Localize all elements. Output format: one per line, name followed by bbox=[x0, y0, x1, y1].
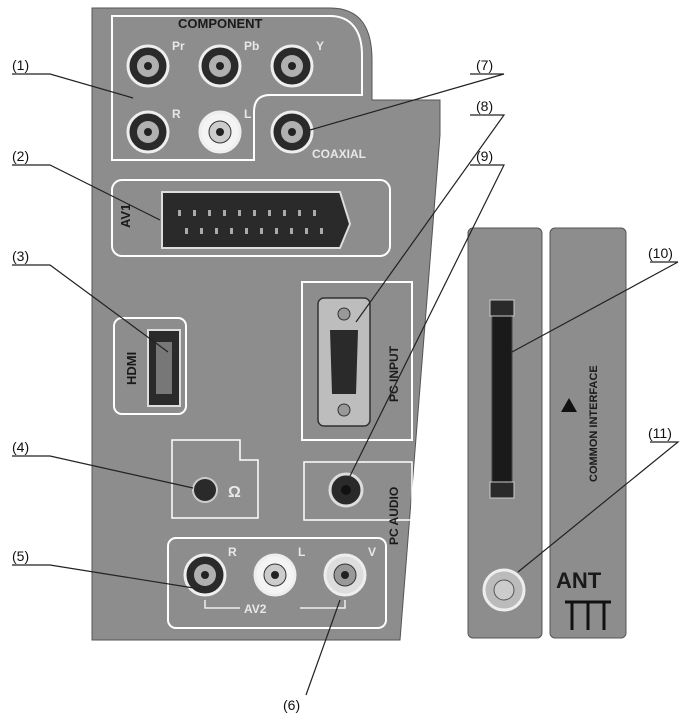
callout-9: (9) bbox=[476, 148, 493, 164]
callout-3: (3) bbox=[12, 248, 29, 264]
card-slot bbox=[491, 299, 513, 497]
headphone-outline bbox=[171, 439, 259, 519]
pc-audio-outline bbox=[303, 461, 413, 521]
av2-v-label: V bbox=[368, 545, 376, 559]
component-jacks bbox=[126, 44, 314, 154]
pb-label: Pb bbox=[244, 39, 259, 53]
av2-l-label: L bbox=[298, 545, 305, 559]
scart-connector bbox=[161, 191, 352, 249]
callout-10: (10) bbox=[648, 245, 673, 261]
component-label: COMPONENT bbox=[178, 16, 263, 31]
av1-outline bbox=[111, 179, 391, 257]
hdmi-outline bbox=[113, 317, 187, 415]
vga-socket bbox=[330, 330, 358, 394]
r-label: R bbox=[172, 107, 181, 121]
pc-audio-label: PC AUDIO bbox=[387, 487, 401, 545]
headphone-label: Ω bbox=[228, 484, 241, 501]
jack-y bbox=[270, 44, 314, 88]
callout-lines bbox=[12, 73, 680, 696]
coaxial-label: COAXIAL bbox=[312, 147, 366, 161]
scart-pins bbox=[178, 210, 323, 234]
jack-pb bbox=[198, 44, 242, 88]
ant-label: ANT bbox=[556, 568, 602, 593]
av1-label: AV1 bbox=[118, 204, 133, 228]
callout-2: (2) bbox=[12, 148, 29, 164]
jack-pr bbox=[126, 44, 170, 88]
av2-r-label: R bbox=[228, 545, 237, 559]
hdmi-label: HDMI bbox=[124, 352, 139, 385]
y-label: Y bbox=[316, 39, 324, 53]
insert-arrow bbox=[561, 398, 577, 412]
callout-7: (7) bbox=[476, 57, 493, 73]
headphone-jack bbox=[192, 477, 218, 503]
av2-outline bbox=[167, 537, 387, 629]
callout-4: (4) bbox=[12, 439, 29, 455]
jack-l bbox=[198, 110, 242, 154]
component-group-outline bbox=[111, 15, 363, 161]
antenna-symbol bbox=[565, 600, 611, 630]
jack-r bbox=[126, 110, 170, 154]
l-label: L bbox=[244, 107, 251, 121]
common-interface-label: COMMON INTERFACE bbox=[588, 365, 600, 482]
callout-8: (8) bbox=[476, 98, 493, 114]
pc-input-outline bbox=[301, 281, 413, 441]
av2-label: AV2 bbox=[244, 602, 267, 616]
callout-11: (11) bbox=[648, 425, 672, 441]
jack-coaxial bbox=[270, 110, 314, 154]
hdmi-port-inner bbox=[156, 342, 172, 394]
callout-6: (6) bbox=[283, 697, 300, 713]
pr-label: Pr bbox=[172, 39, 185, 53]
av2-jacks bbox=[183, 553, 367, 597]
callout-5: (5) bbox=[12, 548, 29, 564]
pc-input-label: PC INPUT bbox=[387, 345, 401, 402]
callout-1: (1) bbox=[12, 57, 29, 73]
common-interface-panel bbox=[549, 227, 627, 639]
